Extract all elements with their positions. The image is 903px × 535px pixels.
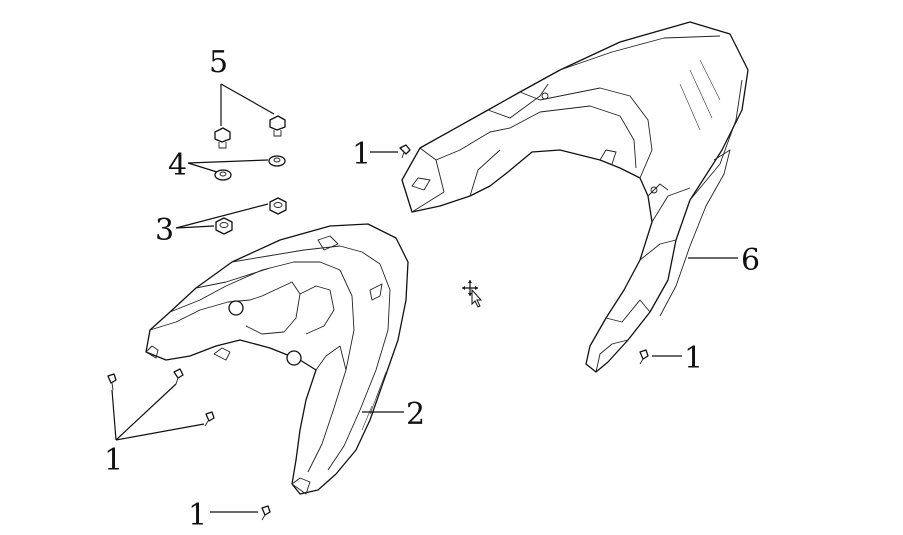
- callout-4: 4: [168, 148, 187, 183]
- callout-3: 3: [155, 213, 174, 248]
- part-6-rear-cowl: [401, 21, 749, 373]
- part-2-tail-cover: [145, 223, 409, 495]
- part-3-nuts: [215, 197, 287, 235]
- callout-5: 5: [209, 45, 228, 80]
- leader-lines: [111, 83, 738, 513]
- callout-1-left: 1: [104, 443, 123, 478]
- callout-2: 2: [406, 397, 425, 432]
- part-4-washers: [214, 155, 286, 181]
- callout-6: 6: [741, 243, 760, 278]
- callout-labels: 5 4 3 1 1 1 2 6 1: [104, 45, 760, 533]
- move-cursor-icon: [462, 280, 483, 308]
- callout-1-top: 1: [352, 137, 371, 172]
- callout-1-right: 1: [684, 341, 703, 376]
- part-1-screws: [107, 144, 649, 521]
- part-5-bolts: [214, 115, 286, 149]
- callout-1-bottom: 1: [188, 498, 207, 533]
